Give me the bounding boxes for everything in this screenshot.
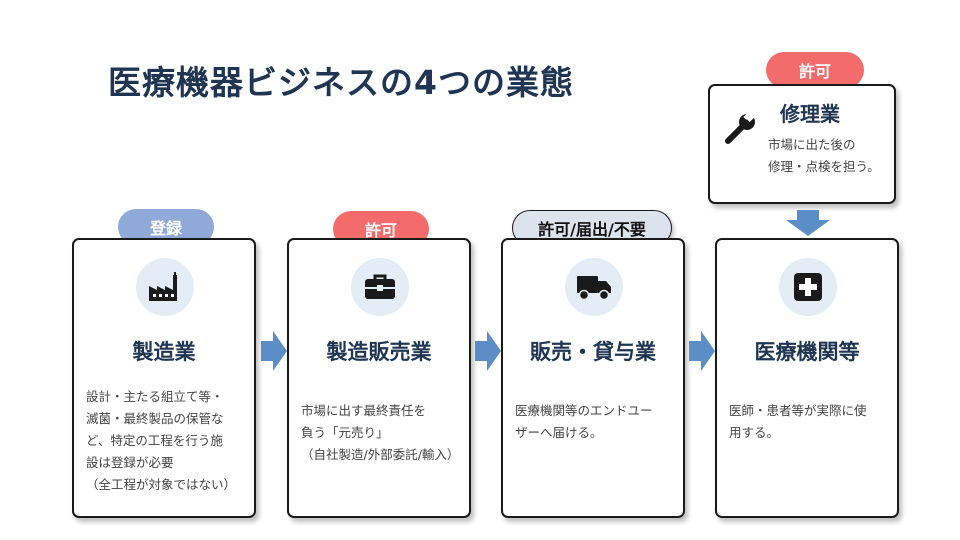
card3-desc: 医療機関等のエンドユー ザーへ届ける。 [515,403,653,440]
card4-desc: 医師・患者等が実際に使 用する。 [729,403,867,440]
wrench-icon [725,112,756,144]
card4-title: 医療機関等 [754,340,860,364]
factory-icon [149,272,177,301]
repair-desc: 市場に出た後の 修理・点検を担う。 [768,137,880,174]
factory-icon-bg [136,258,194,316]
card-sales-rental: 販売・貸与業 医療機関等のエンドユー ザーへ届ける。 [501,238,685,518]
card-manufacturing: 製造業 設計・主たる組立て等・ 滅菌・最終製品の保管な ど、特定の工程を行う施 … [72,238,256,518]
truck-icon [577,276,611,301]
truck-icon-bg [565,258,623,316]
card1-desc: 設計・主たる組立て等・ 滅菌・最終製品の保管な ど、特定の工程を行う施 設は登録… [86,389,237,492]
card3-title: 販売・貸与業 [530,340,656,364]
repair-card: 修理業 市場に出た後の 修理・点検を担う。 [708,84,896,204]
medical-cross-icon [794,273,822,301]
down-arrow [786,210,830,236]
medical-cross-icon-bg [779,258,837,316]
right-arrow [475,331,501,371]
right-arrow [689,331,715,371]
repair-title: 修理業 [780,102,840,126]
briefcase-icon [365,274,395,299]
page-title: 医療機器ビジネスの4つの業態 [108,63,574,102]
card2-title: 製造販売業 [326,340,432,364]
briefcase-icon-bg [351,258,409,316]
card2-desc: 市場に出す最終責任を 負う「元売り」 （自社製造/外部委託/輸入） [301,403,460,462]
repair-badge: 許可 [766,52,864,88]
card1-title: 製造業 [132,340,196,364]
card-medical-institutions: 医療機関等 医師・患者等が実際に使 用する。 [715,238,899,518]
right-arrow [261,331,287,371]
card-manufacturing-sales: 製造販売業 市場に出す最終責任を 負う「元売り」 （自社製造/外部委託/輸入） [287,238,471,518]
